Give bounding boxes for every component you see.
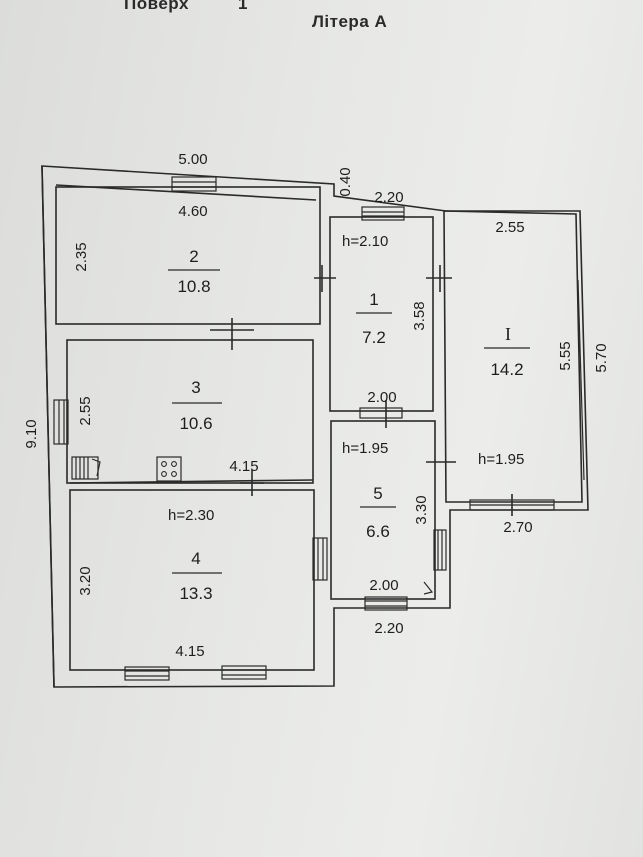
- dim-room1-top: 2.20: [374, 189, 403, 206]
- dim-room5-bottom-inner: 2.00: [369, 577, 398, 594]
- dim-roomI-inner: 5.55: [557, 341, 574, 370]
- window-room5-right: [433, 529, 447, 571]
- window-bottom-room5: [364, 596, 408, 611]
- height-labels: h=2.10 h=1.95 h=1.95 h=2.30: [168, 233, 524, 524]
- height-room-1: h=2.10: [342, 233, 388, 250]
- window-bottom-room4-a: [124, 666, 170, 681]
- dim-top-total: 5.00: [178, 151, 207, 168]
- dim-room5-depth: 3.30: [413, 495, 430, 524]
- dim-room2-width: 4.60: [178, 203, 207, 220]
- dim-roomI-top: 2.55: [495, 219, 524, 236]
- dim-roomI-outer: 5.70: [593, 343, 610, 372]
- dim-room3-width: 4.15: [229, 458, 258, 475]
- room-5-area: 6.6: [366, 522, 390, 541]
- room-labels: 2 10.8 1 7.2 I 14.2 3 10.6 5 6.6 4 13.3: [168, 247, 530, 603]
- room-3-outline: [66, 339, 314, 484]
- outer-walls: [41, 165, 589, 688]
- window-top-room2: [171, 176, 217, 192]
- window-bottom-room4-b: [221, 665, 267, 680]
- window-roomI-right: [577, 279, 585, 481]
- room-3-area: 10.6: [179, 414, 212, 433]
- height-rooms-3-4: h=2.30: [168, 507, 214, 524]
- floor-label: Поверх: [124, 0, 189, 13]
- left-outer-wall: [41, 165, 55, 688]
- dim-roomI-bottom: 2.70: [503, 519, 532, 536]
- room-3-number: 3: [191, 378, 200, 397]
- height-room-5: h=1.95: [342, 440, 388, 457]
- dim-room1-bottom: 2.00: [367, 389, 396, 406]
- window-room1-bottom: [359, 407, 403, 419]
- room-5-outline: [330, 420, 436, 600]
- heater-icon: [71, 456, 101, 480]
- window-top-room1: [361, 206, 405, 221]
- partition-3-4: [69, 479, 314, 484]
- room-5-number: 5: [373, 484, 382, 503]
- room-2-number: 2: [189, 247, 198, 266]
- room-2-area: 10.8: [177, 277, 210, 296]
- stove-icon: [156, 456, 182, 482]
- room-1-number: 1: [369, 290, 378, 309]
- floor-number: 1: [238, 0, 248, 13]
- height-room-I: h=1.95: [478, 451, 524, 468]
- building-letter: Літера А: [312, 12, 388, 31]
- room-4-number: 4: [191, 549, 200, 568]
- room-1-area: 7.2: [362, 328, 386, 347]
- dim-room3-depth: 2.55: [77, 396, 94, 425]
- dim-offset: 0.40: [337, 167, 354, 196]
- windows: [53, 176, 585, 681]
- dimension-labels: 5.00 4.60 2.35 0.40 2.20 3.58 2.00 2.55 …: [23, 151, 610, 660]
- door-5-out: [423, 581, 434, 595]
- dim-left-total: 9.10: [23, 419, 40, 448]
- room-I-area: 14.2: [490, 360, 523, 379]
- dim-room5-bottom-outer: 2.20: [374, 620, 403, 637]
- dim-room4-width: 4.15: [175, 643, 204, 660]
- window-right-room4: [312, 537, 328, 581]
- room-1-outline: [329, 216, 434, 412]
- dim-room1-depth: 3.58: [411, 301, 428, 330]
- dim-room4-depth: 3.20: [77, 566, 94, 595]
- room-I-outline: [443, 210, 583, 503]
- doors: [210, 265, 513, 595]
- window-left-room3: [53, 399, 69, 445]
- room-I-number: I: [505, 324, 511, 344]
- dim-room2-depth: 2.35: [73, 242, 90, 271]
- room-4-area: 13.3: [179, 584, 212, 603]
